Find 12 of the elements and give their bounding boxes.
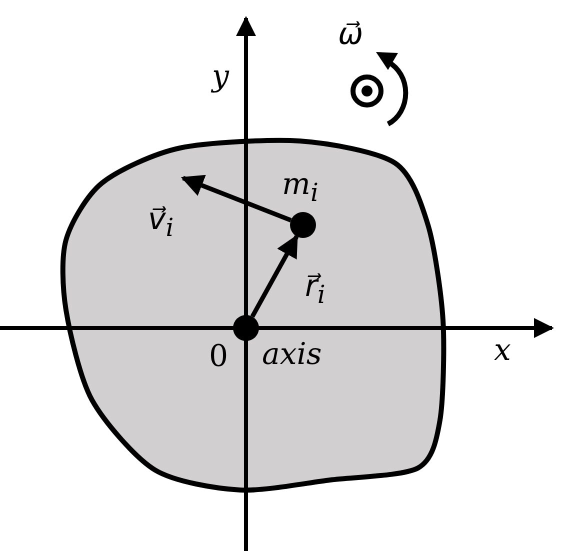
mass-label: m$_{i}$ xyxy=(282,170,318,205)
point-mass-dot xyxy=(233,315,259,341)
vector-arrow xyxy=(250,234,299,318)
axis-label: x xyxy=(494,336,511,366)
vector-arrow xyxy=(180,174,292,222)
angular-velocity-label: ω⃗ xyxy=(338,20,364,50)
point-mass-dot xyxy=(290,212,316,238)
axis-label: axis xyxy=(262,340,322,370)
origin-label: 0 xyxy=(209,342,228,372)
vector-label: v⃗$_{i}$ xyxy=(148,205,174,240)
axis-label: y xyxy=(212,62,229,92)
vector-label: r⃗$_{i}$ xyxy=(305,272,326,307)
